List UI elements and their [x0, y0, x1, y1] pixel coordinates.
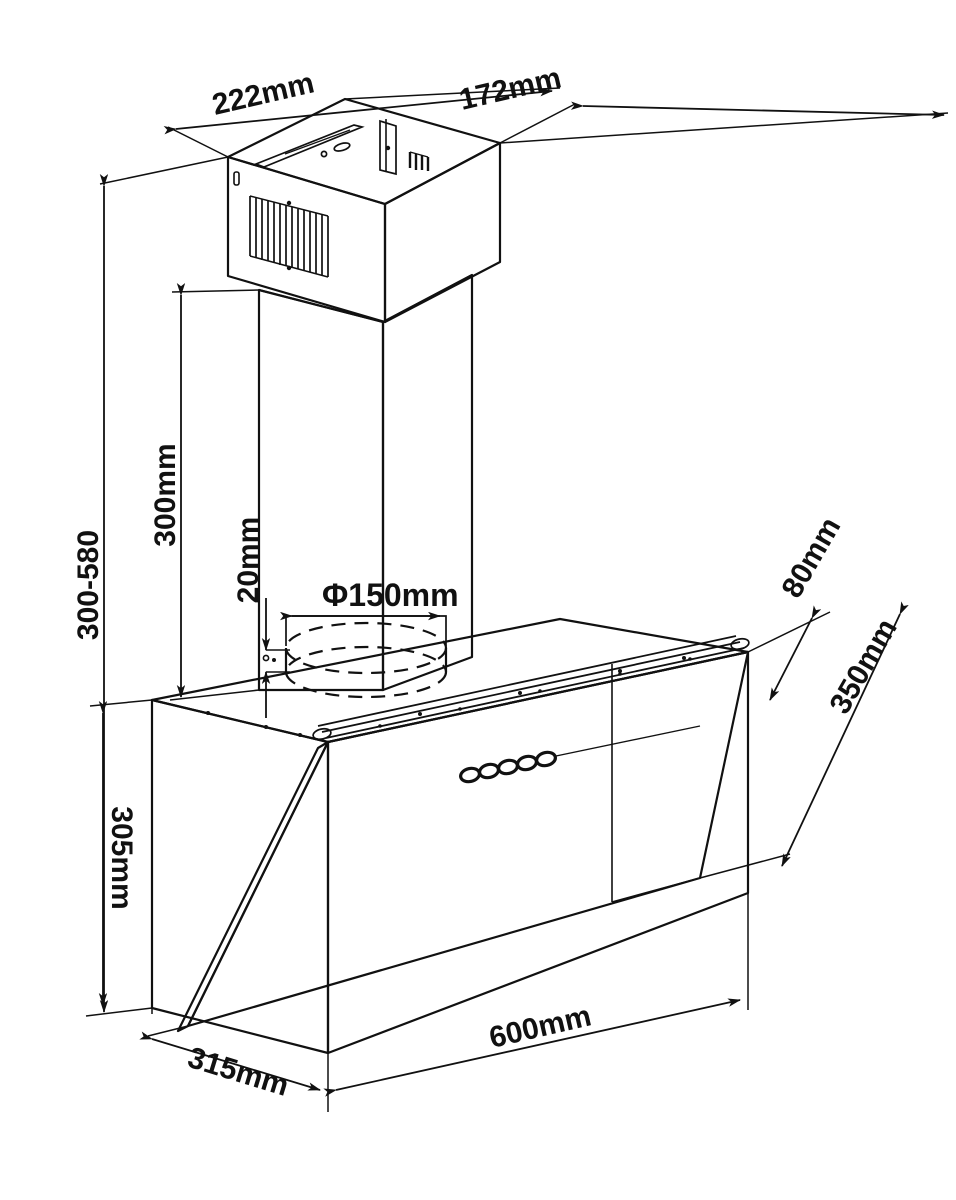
bracket-round-hole: [320, 150, 328, 158]
glass-top-strip-b: [321, 641, 741, 733]
dimension-label-300mm: 300mm: [149, 443, 182, 546]
vent-screw-bottom: [286, 265, 292, 271]
vent-screw-top: [286, 200, 292, 206]
glass-top-strip-c: [317, 635, 737, 727]
dimension-label-305mm: 305mm: [105, 806, 138, 909]
hood-top-tick-marks: [206, 656, 686, 737]
dimension-20mm: 20mm: [232, 517, 290, 718]
strip-cap-left: [312, 727, 332, 741]
lower-chimney-top-edge-left: [258, 289, 384, 323]
dim-line-600mm: [323, 998, 741, 1097]
control-row-leader: [555, 725, 701, 757]
dimension-label-300-580: 300-580: [72, 530, 105, 640]
vent-grille-louvers: [249, 195, 329, 278]
lower-chimney-top-edge-right: [382, 274, 473, 323]
control-button-row[interactable]: [459, 725, 701, 784]
dim-line-350mm: [781, 601, 909, 867]
dim-line-222mm: [163, 88, 553, 135]
bracket-tab-group: [408, 152, 430, 171]
dimension-label-20mm: 20mm: [232, 517, 265, 604]
dimension-305mm: 305mm: [98, 701, 138, 1006]
dimension-label-phi150mm: Φ150mm: [322, 577, 459, 613]
upper-chimney-latch: [233, 171, 240, 186]
dim-line-172mm: [570, 101, 945, 119]
glass-strip-ticks: [378, 657, 692, 728]
bracket-oval-hole: [333, 142, 351, 152]
strip-cap-right: [730, 637, 750, 651]
lower-chimney-section: [257, 273, 474, 692]
duct-outlet-phi150: [284, 621, 448, 699]
dimension-phi-150mm: Φ150mm: [280, 577, 459, 646]
glass-top-strip-a: [325, 647, 745, 739]
control-button-5[interactable]: [535, 750, 557, 768]
upper-chimney-right-face: [383, 141, 502, 324]
lower-chimney-screw: [262, 654, 276, 662]
dim-line-315mm: [139, 1031, 321, 1091]
dimension-300mm: 300mm: [149, 283, 186, 698]
glass-bottom-right-edge: [611, 877, 701, 903]
